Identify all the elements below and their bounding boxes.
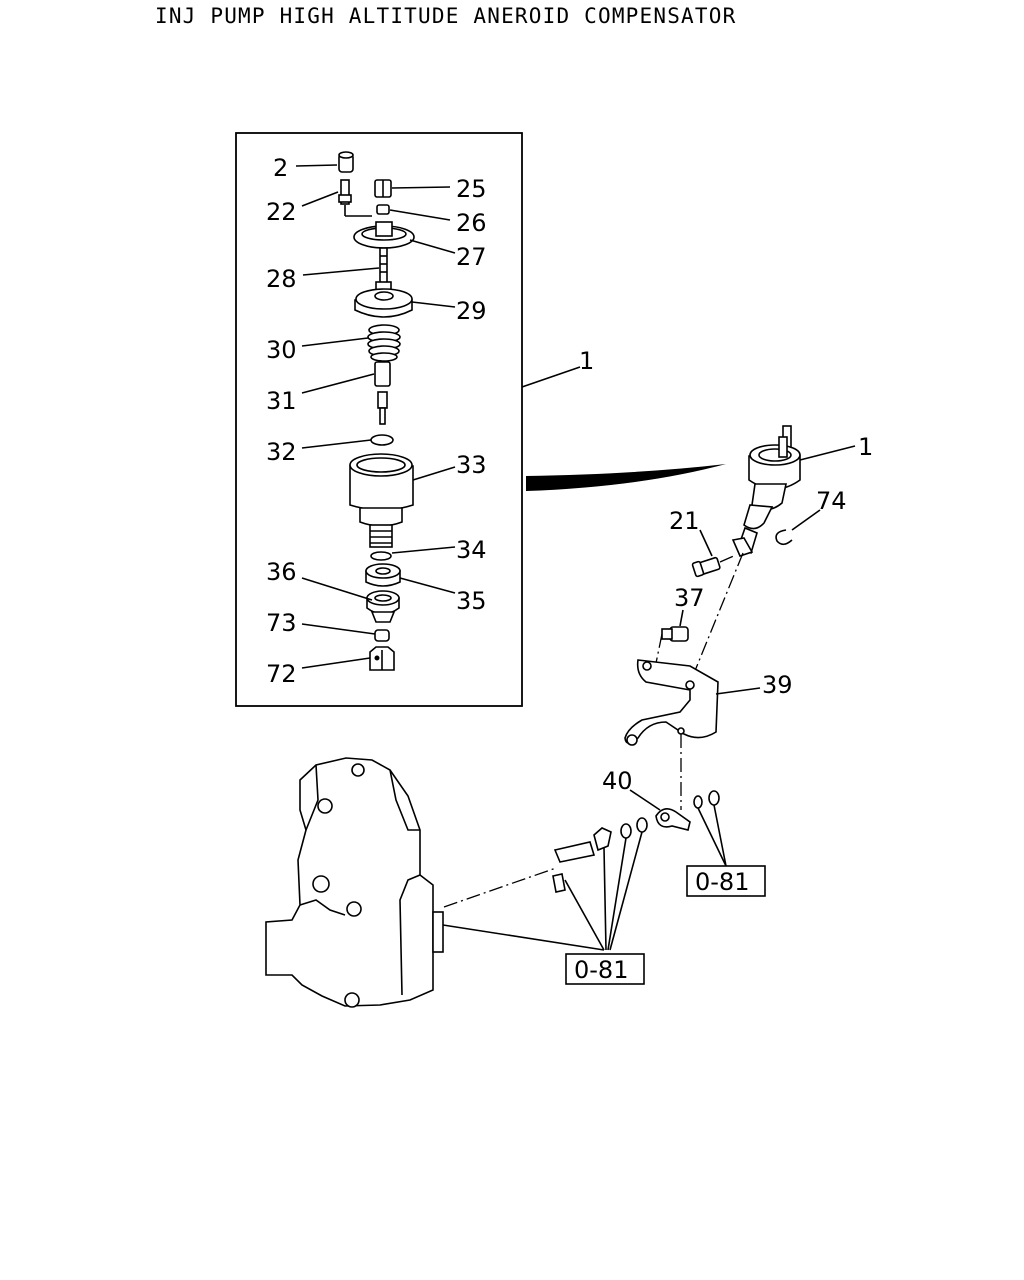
part-37-bolt[interactable] — [661, 609, 689, 642]
callout-25: 25 — [456, 175, 487, 203]
callout-31: 31 — [266, 387, 297, 415]
callout-74: 74 — [816, 487, 847, 515]
part-2-cap[interactable] — [338, 151, 354, 173]
part-28-threaded-rod[interactable] — [375, 247, 392, 293]
detail-pointer-wedge — [526, 464, 726, 491]
part-74-clip[interactable] — [775, 509, 821, 546]
part-39-bracket[interactable] — [624, 659, 761, 746]
part-22-pin[interactable] — [338, 179, 372, 217]
axis-line-21 — [719, 554, 737, 563]
callout-34: 34 — [456, 536, 487, 564]
leaders-ref-lower — [442, 831, 643, 951]
callout-26: 26 — [456, 209, 487, 237]
callout-1-main: 1 — [858, 433, 873, 461]
callout-32: 32 — [266, 438, 297, 466]
diagram-title: INJ PUMP HIGH ALTITUDE ANEROID COMPENSAT… — [155, 4, 737, 28]
part-30-spring[interactable] — [367, 324, 401, 362]
part-73-nut[interactable] — [374, 629, 390, 642]
ref-box-upper[interactable] — [686, 865, 766, 897]
part-27-ring[interactable] — [353, 221, 415, 249]
part-26-nut[interactable] — [376, 204, 390, 215]
part-33-body[interactable] — [349, 453, 414, 548]
part-1-aneroid-assembly[interactable] — [731, 425, 801, 557]
part-40-lever[interactable] — [629, 789, 691, 831]
part-21-bolt[interactable] — [691, 529, 721, 578]
pump-shaft-parts[interactable] — [552, 817, 648, 893]
leader-ref-upper-2 — [713, 804, 727, 867]
callout-35: 35 — [456, 587, 487, 615]
callout-39: 39 — [762, 671, 793, 699]
leader-1-main — [799, 445, 856, 461]
callout-40: 40 — [602, 767, 633, 795]
part-32-snap-ring[interactable] — [370, 434, 394, 446]
part-31-plunger[interactable] — [374, 361, 391, 425]
callout-72: 72 — [266, 660, 297, 688]
leader-ref-upper-1 — [697, 807, 727, 867]
detail-leader-lines — [295, 164, 581, 669]
callout-37: 37 — [674, 584, 705, 612]
ref-label-lower[interactable]: 0-81 — [574, 956, 628, 984]
ref-label-upper[interactable]: 0-81 — [695, 868, 749, 896]
callout-1-box: 1 — [579, 347, 594, 375]
callout-29: 29 — [456, 297, 487, 325]
callout-22: 22 — [266, 198, 297, 226]
callout-73: 73 — [266, 609, 297, 637]
ref-box-lower[interactable] — [565, 953, 645, 985]
part-36-collar[interactable] — [366, 590, 400, 623]
injection-pump-housing[interactable] — [265, 757, 444, 1008]
callout-33: 33 — [456, 451, 487, 479]
callout-30: 30 — [266, 336, 297, 364]
callout-21: 21 — [669, 507, 700, 535]
callout-36: 36 — [266, 558, 297, 586]
axis-line-pump — [443, 867, 557, 908]
callout-28: 28 — [266, 265, 297, 293]
callout-27: 27 — [456, 243, 487, 271]
part-34-o-ring[interactable] — [370, 551, 392, 561]
part-72-block[interactable] — [369, 646, 395, 671]
washers-right[interactable] — [693, 790, 720, 809]
part-29-diaphragm[interactable] — [354, 288, 413, 318]
part-25-hex-nut[interactable] — [374, 179, 392, 198]
part-35-nut[interactable] — [365, 563, 401, 587]
callout-2: 2 — [273, 154, 288, 182]
detail-box — [235, 132, 523, 707]
